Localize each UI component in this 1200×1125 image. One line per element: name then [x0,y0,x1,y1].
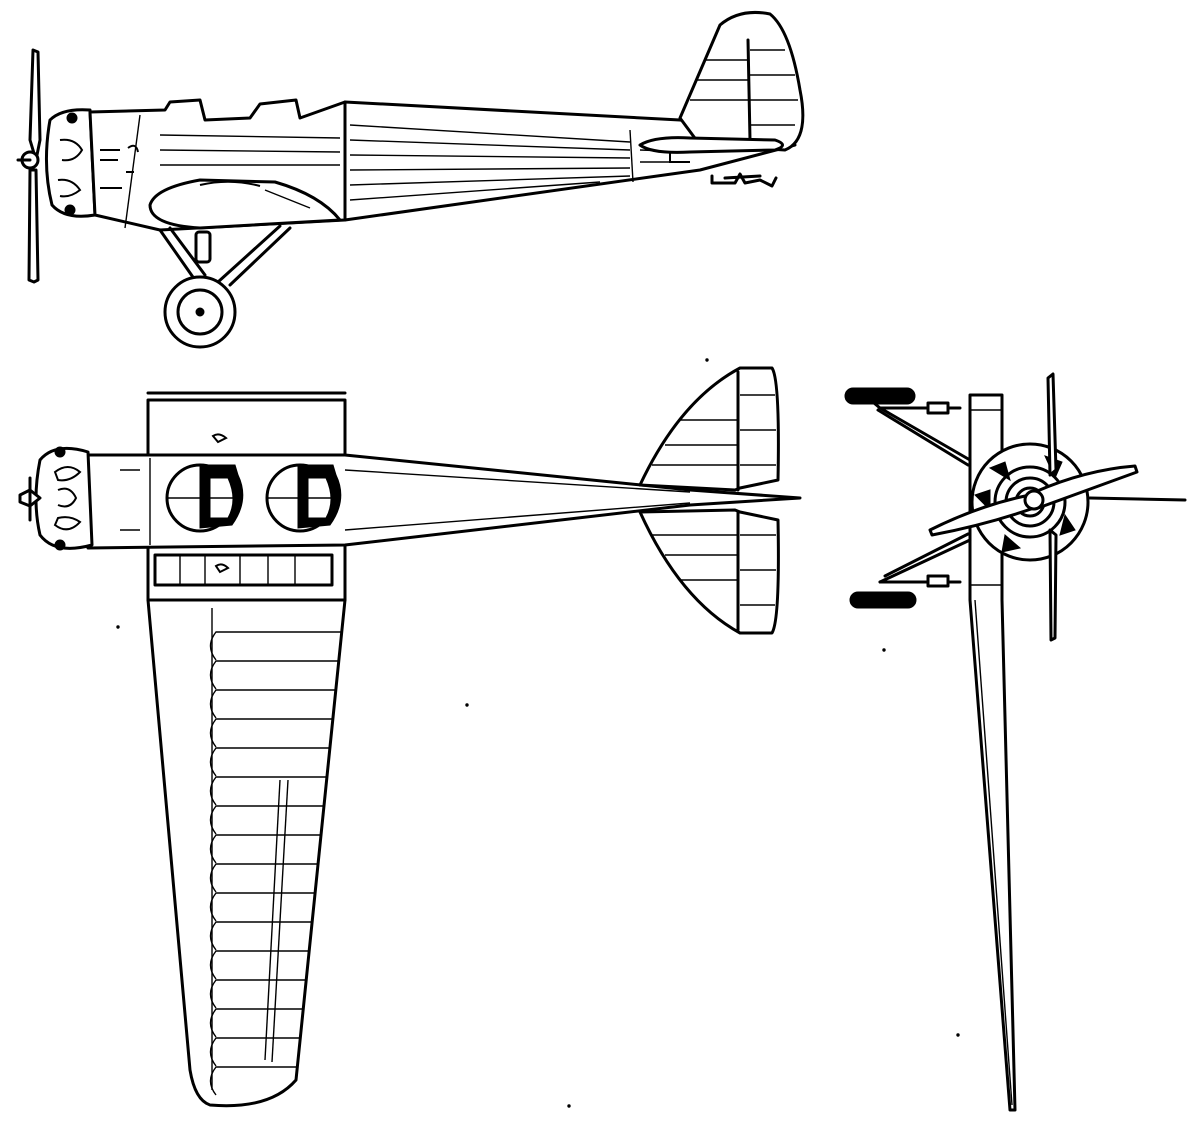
top-tailplane [638,366,780,635]
side-propeller [16,48,42,284]
top-view [18,366,802,1108]
side-engine-cowling [44,108,97,218]
side-tail-fin [678,10,805,152]
side-view [16,10,805,349]
front-landing-gear [844,387,972,609]
front-propeller [928,372,1187,642]
side-tailplane [638,136,784,163]
side-wing-fairing [148,178,342,230]
top-engine [18,446,94,551]
top-fuselage [86,453,802,550]
front-view [844,372,1187,1112]
front-wing [968,393,1017,1112]
top-cockpits [165,463,342,533]
side-tail-skid [710,172,778,188]
scan-specks [116,358,960,1108]
side-landing-gear [158,224,292,349]
